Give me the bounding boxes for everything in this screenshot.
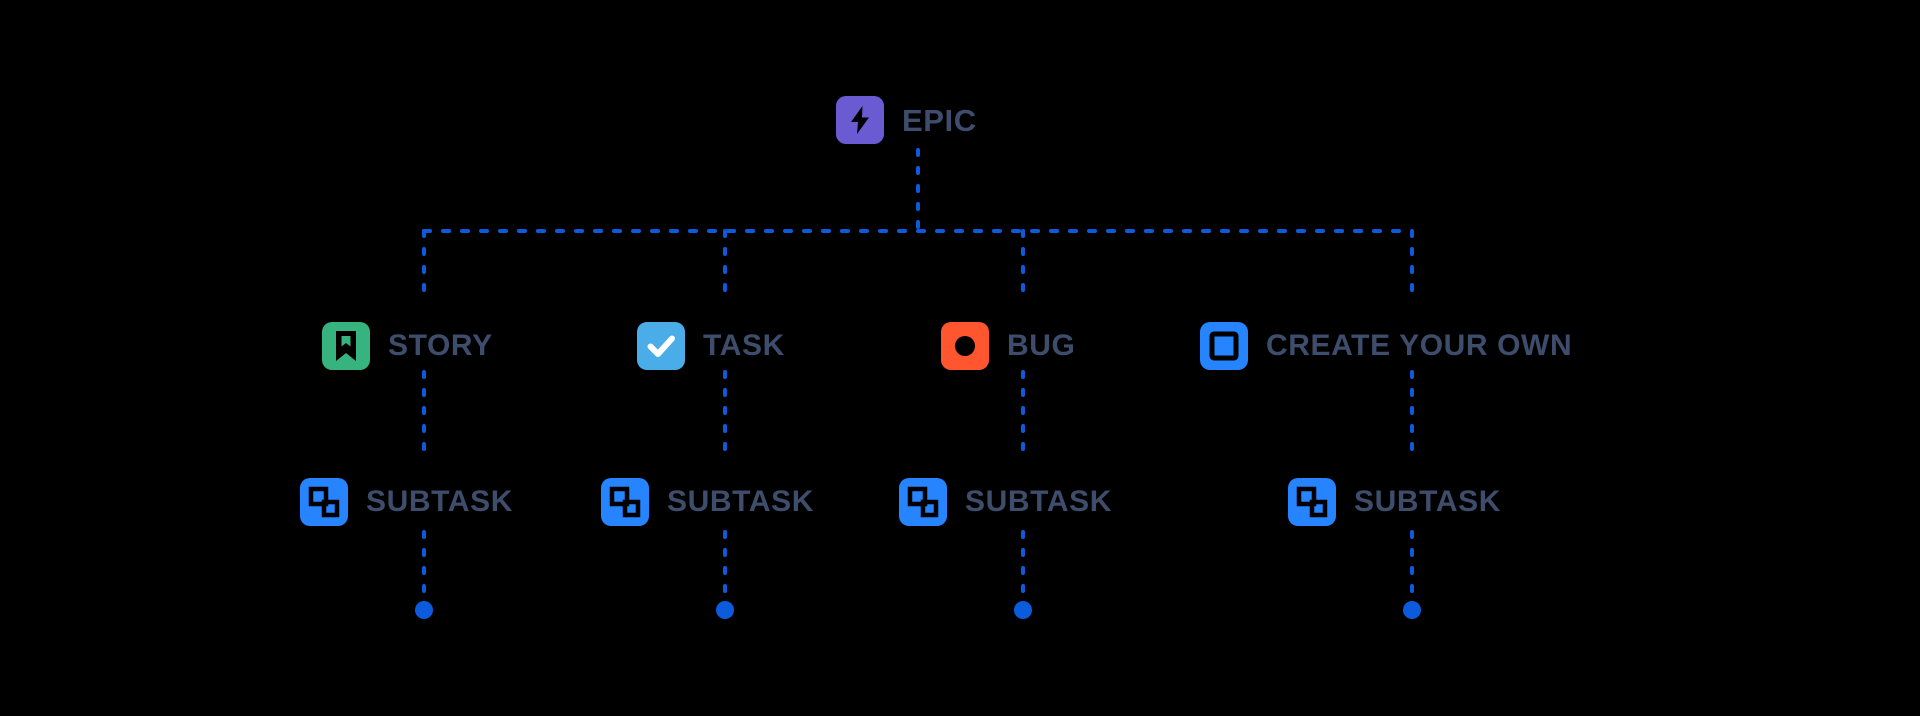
node-label-subtask-2: SUBTASK: [667, 485, 814, 518]
story-bookmark-icon: [322, 322, 370, 370]
epic-lightning-icon: [836, 96, 884, 144]
node-bug[interactable]: BUG: [941, 322, 1075, 370]
task-check-icon: [637, 322, 685, 370]
node-label-create-your-own: CREATE YOUR OWN: [1266, 329, 1573, 362]
subtask-squares-icon: [899, 478, 947, 526]
node-subtask-3[interactable]: SUBTASK: [899, 478, 1112, 526]
subtask-squares-icon: [300, 478, 348, 526]
subtask-squares-icon: [601, 478, 649, 526]
node-label-epic: EPIC: [902, 102, 977, 138]
node-create-your-own[interactable]: CREATE YOUR OWN: [1200, 322, 1572, 370]
node-task[interactable]: TASK: [637, 322, 785, 370]
terminal-dot-4: [1403, 601, 1421, 619]
terminal-dot-2: [716, 601, 734, 619]
node-epic[interactable]: EPIC: [836, 96, 977, 144]
node-subtask-2[interactable]: SUBTASK: [601, 478, 814, 526]
subtask-squares-icon: [1288, 478, 1336, 526]
create-your-own-square-icon: [1200, 322, 1248, 370]
terminal-dot-1: [415, 601, 433, 619]
node-label-subtask-3: SUBTASK: [965, 485, 1112, 518]
terminal-dot-3: [1014, 601, 1032, 619]
node-label-subtask-4: SUBTASK: [1354, 485, 1501, 518]
node-label-subtask-1: SUBTASK: [366, 485, 513, 518]
node-subtask-4[interactable]: SUBTASK: [1288, 478, 1501, 526]
node-story[interactable]: STORY: [322, 322, 493, 370]
node-label-story: STORY: [388, 329, 493, 362]
node-subtask-1[interactable]: SUBTASK: [300, 478, 513, 526]
node-label-bug: BUG: [1007, 329, 1076, 362]
bug-circle-icon: [941, 322, 989, 370]
node-label-task: TASK: [703, 329, 785, 362]
